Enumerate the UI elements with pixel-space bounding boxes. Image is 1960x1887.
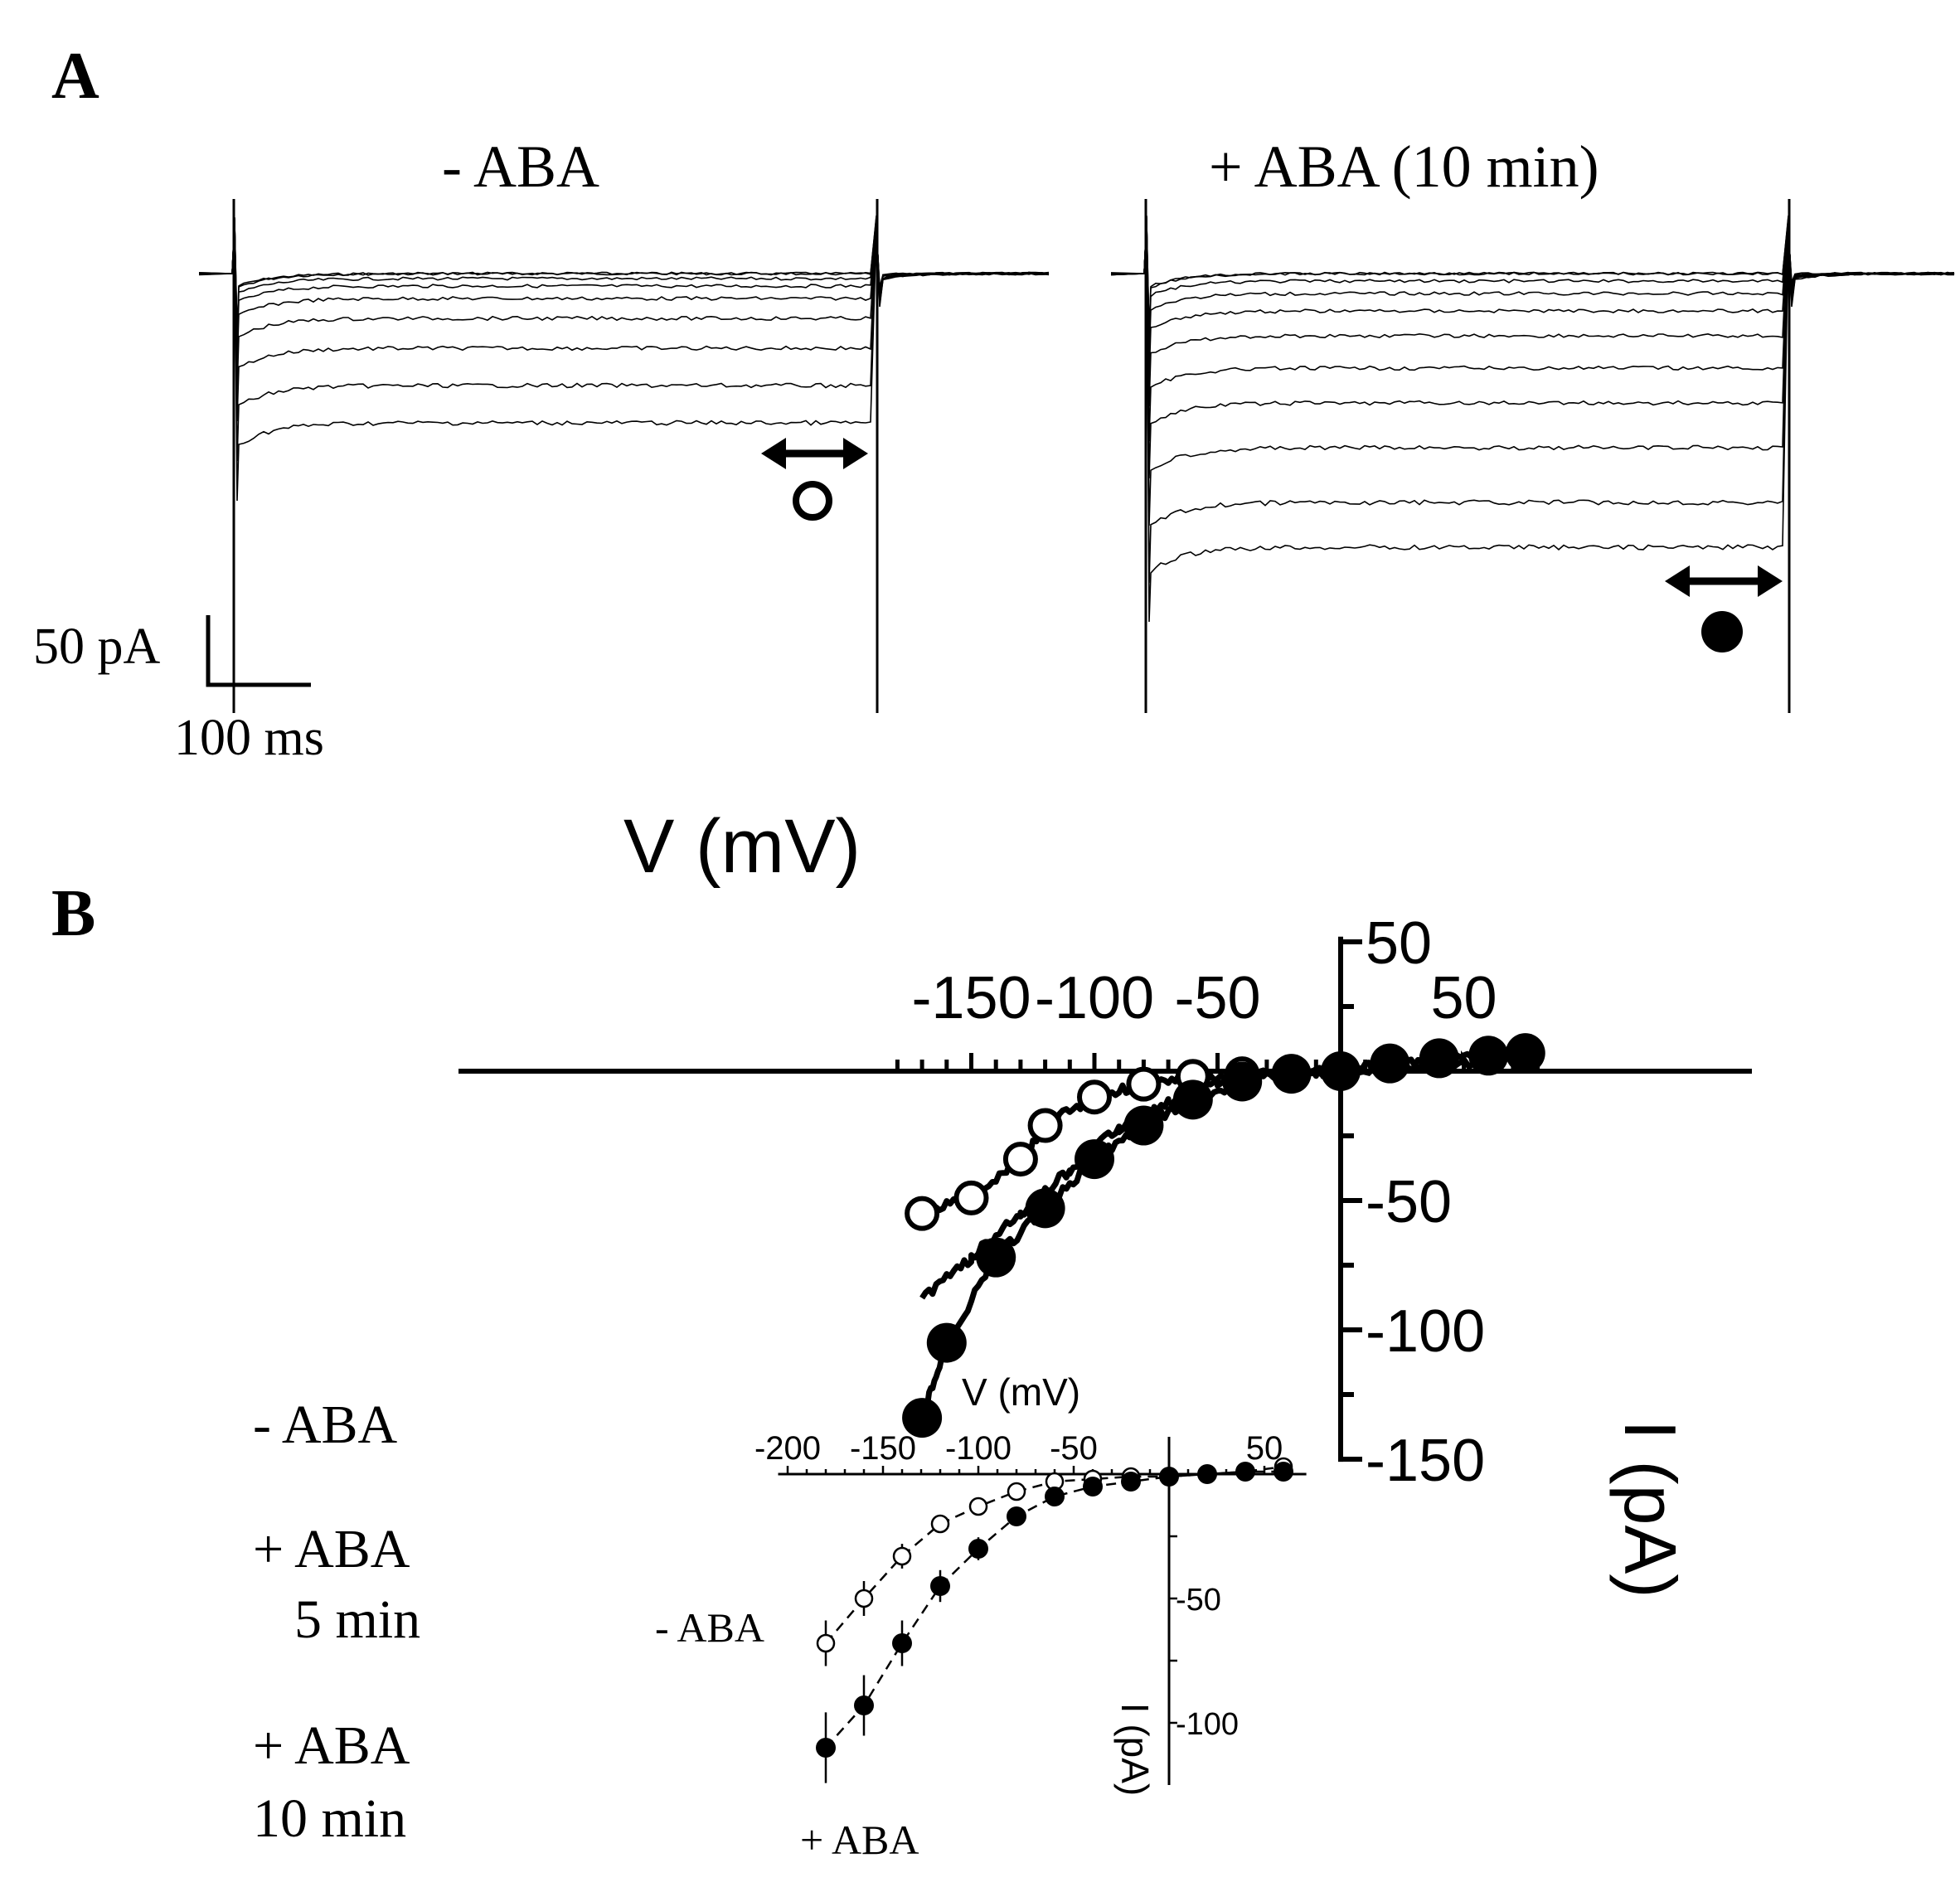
inset-point-open: [930, 1514, 950, 1534]
inset-plot: [816, 1457, 1293, 1783]
label-plus-aba-5-line1: + ABA: [253, 1519, 410, 1579]
data-point-open: [953, 1180, 989, 1215]
current-trace: [1110, 217, 1955, 479]
inset-point-filled: [968, 1539, 988, 1559]
main-x-tick-label: 50: [1430, 965, 1497, 1031]
inset-label-minus-aba: - ABA: [655, 1604, 764, 1651]
data-point-filled: [1123, 1105, 1164, 1146]
main-y-tick-label: 50: [1366, 910, 1432, 977]
label-plus-aba-10-line1: + ABA: [253, 1715, 410, 1776]
data-point-filled: [1172, 1079, 1213, 1120]
current-trace: [198, 216, 1050, 502]
inset-x-axis-label: V (mV): [962, 1370, 1080, 1414]
inset-y-tick-label: -50: [1176, 1583, 1221, 1618]
inset-point-open: [854, 1589, 874, 1608]
inset-point-open: [816, 1633, 836, 1653]
scale-current-label: 50 pA: [33, 618, 161, 675]
data-point-filled: [1025, 1188, 1065, 1229]
data-point-open: [905, 1196, 940, 1231]
inset-point-open: [1007, 1482, 1026, 1501]
main-x-tick-label: -50: [1174, 965, 1260, 1031]
inset-label-plus-aba: + ABA: [800, 1817, 919, 1863]
data-point-filled: [1419, 1038, 1459, 1079]
current-trace: [1110, 215, 1955, 623]
main-plot: [902, 1033, 1545, 1438]
inset-point-open: [892, 1546, 912, 1566]
data-point-filled: [1075, 1139, 1114, 1180]
open-circle-marker: [793, 481, 832, 521]
data-point-filled: [1370, 1043, 1410, 1084]
current-trace: [1110, 216, 1955, 526]
scale-bar: [206, 615, 311, 687]
current-trace: [198, 220, 1050, 367]
data-point-filled: [1505, 1033, 1545, 1074]
inset-point-filled: [1197, 1464, 1217, 1484]
current-trace: [198, 217, 1050, 462]
panel-b-label: B: [51, 877, 95, 950]
data-point-open: [1126, 1066, 1162, 1102]
main-y-tick-label: -50: [1366, 1169, 1452, 1235]
inset-point-filled: [930, 1576, 950, 1596]
inset-point-filled: [1235, 1462, 1255, 1482]
inset-point-filled: [1159, 1467, 1179, 1487]
inset-point-filled: [816, 1738, 836, 1758]
label-plus-aba-5-line2: 5 min: [294, 1589, 420, 1650]
current-trace: [1110, 218, 1955, 345]
label-plus-aba-10-line2: 10 min: [253, 1788, 406, 1849]
arrow-right-icon: [1665, 565, 1783, 597]
data-point-filled: [1222, 1061, 1263, 1102]
inset-x-tick-label: -100: [945, 1430, 1012, 1467]
inset-point-filled: [1045, 1487, 1065, 1506]
current-trace: [198, 219, 1050, 390]
current-trace: [1110, 216, 1955, 584]
inset-point-filled: [1007, 1506, 1026, 1526]
main-x-tick-label: -150: [911, 965, 1031, 1031]
data-point-open: [1002, 1142, 1038, 1177]
data-point-open: [1077, 1079, 1112, 1115]
data-point-filled: [976, 1237, 1016, 1278]
current-trace: [1110, 220, 1954, 380]
inset-y-axis-label: I (pA): [1113, 1703, 1157, 1796]
current-trace: [198, 218, 1050, 342]
panel-a-right-title: + ABA (10 min): [1209, 133, 1599, 200]
inset-point-open: [968, 1497, 988, 1516]
inset-point-filled: [1121, 1472, 1141, 1492]
main-y-tick-label: -150: [1366, 1428, 1485, 1494]
current-trace: [1110, 218, 1955, 442]
inset-point-filled: [1274, 1462, 1293, 1482]
data-point-filled: [902, 1398, 943, 1438]
inset-point-filled: [1083, 1477, 1103, 1497]
panel-a-left-title: - ABA: [442, 133, 599, 200]
inset-point-filled: [892, 1633, 912, 1653]
main-x-axis-label: V (mV): [623, 804, 861, 889]
current-trace: [1110, 220, 1955, 360]
scale-time-label: 100 ms: [174, 710, 324, 766]
inset-y-tick-label: -100: [1176, 1707, 1239, 1742]
main-y-axis-label: I (pA): [1609, 1419, 1691, 1598]
traces-left: [198, 199, 1050, 713]
traces-right: [1110, 199, 1955, 713]
inset-point-filled: [854, 1695, 874, 1715]
data-point-filled: [926, 1322, 967, 1363]
arrow-left-icon: [761, 438, 868, 469]
main-y-tick-label: -100: [1366, 1298, 1485, 1365]
inset-x-tick-label: -150: [850, 1430, 916, 1467]
inset-x-tick-label: -50: [1050, 1430, 1098, 1467]
panel-a-label: A: [51, 40, 99, 113]
data-point-open: [1027, 1108, 1063, 1143]
filled-circle-marker: [1701, 611, 1743, 652]
label-minus-aba: - ABA: [253, 1395, 398, 1455]
current-trace: [198, 220, 1050, 352]
iv-ramp-tail: [1240, 1050, 1539, 1079]
main-x-tick-label: -100: [1035, 965, 1154, 1031]
inset-x-tick-label: -200: [754, 1430, 821, 1467]
